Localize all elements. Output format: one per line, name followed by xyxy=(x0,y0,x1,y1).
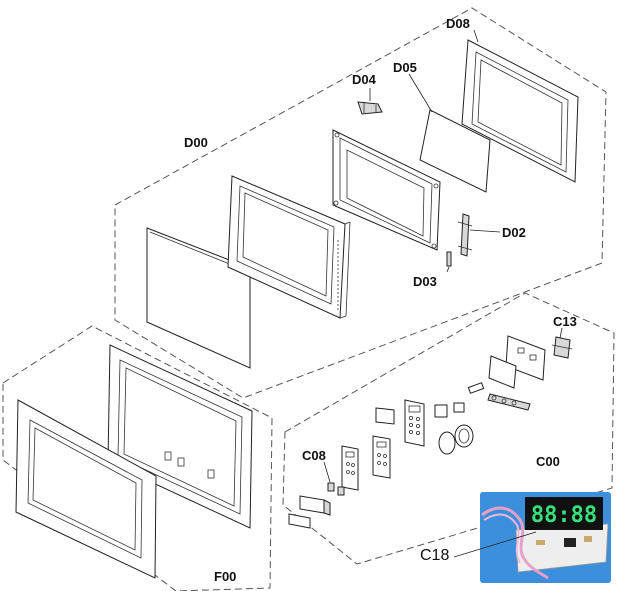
control-button-panel-large xyxy=(404,399,425,447)
d03-spring-part xyxy=(446,251,452,267)
door-open-button-part xyxy=(299,495,331,516)
display-module xyxy=(525,497,603,530)
control-knob-ring xyxy=(438,431,456,455)
label-c00: C00 xyxy=(536,454,560,469)
d08-back-frame-part xyxy=(461,39,579,183)
control-knob xyxy=(454,424,474,448)
wire-bundle xyxy=(481,506,549,580)
d02-latch-part xyxy=(457,213,473,257)
c13-leader xyxy=(559,327,563,339)
f00-group-boundary xyxy=(2,325,273,591)
pcb-component xyxy=(564,538,576,547)
control-button-panel-small xyxy=(341,445,359,491)
label-d08: D08 xyxy=(446,16,470,31)
label-c18: C18 xyxy=(420,547,449,564)
d02-leader xyxy=(469,229,501,233)
control-small-square xyxy=(453,402,465,413)
door-inner-frame xyxy=(332,129,441,251)
c08-leader xyxy=(323,461,331,483)
label-d02: D02 xyxy=(502,225,526,240)
label-d03: D03 xyxy=(413,274,437,289)
label-d00: D00 xyxy=(184,135,208,150)
control-small-block xyxy=(434,404,448,418)
label-f00: F00 xyxy=(214,569,236,584)
door-outer-frame xyxy=(227,175,351,319)
label-c13: C13 xyxy=(553,314,577,329)
c13-bracket-part xyxy=(551,336,573,359)
d05-leader xyxy=(408,73,433,113)
d08-leader xyxy=(473,29,479,43)
control-connector-strip xyxy=(487,393,531,411)
door-glass-panel xyxy=(146,227,251,369)
c08-spring-part xyxy=(327,482,345,496)
label-d05: D05 xyxy=(393,60,417,75)
control-shaft-part xyxy=(467,382,485,394)
d05-screen-part xyxy=(419,109,491,193)
f00-inner-frame-part xyxy=(107,344,253,529)
c18-display-board-photo: 88:88 xyxy=(480,492,611,583)
f00-outer-bezel-part xyxy=(15,399,157,579)
c00-group-boundary xyxy=(282,292,615,565)
d03-leader xyxy=(446,266,450,273)
label-d04: D04 xyxy=(352,72,377,87)
door-open-button-cap xyxy=(288,513,311,529)
d04-hinge-part xyxy=(357,101,383,115)
label-c08: C08 xyxy=(302,448,326,463)
display-digits: 88:88 xyxy=(531,503,597,528)
c18-leader xyxy=(453,531,537,558)
control-sub-board xyxy=(488,355,517,389)
control-window-frame xyxy=(375,407,395,425)
d00-group-boundary xyxy=(114,7,607,399)
control-button-panel-medium xyxy=(372,435,391,479)
